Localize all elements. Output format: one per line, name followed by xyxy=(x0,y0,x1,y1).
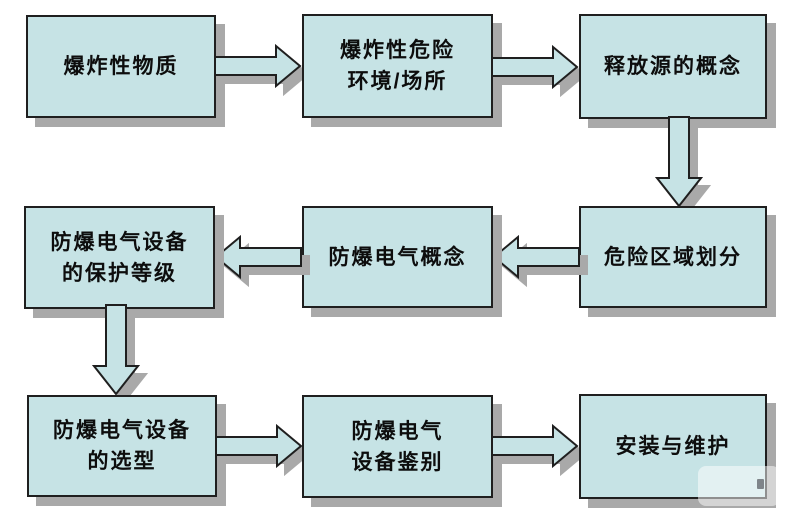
arrow-down-icon xyxy=(92,304,140,396)
node-label: 爆炸性危险 xyxy=(340,39,455,62)
arrow-left-icon xyxy=(492,235,580,279)
arrow-right-icon xyxy=(491,424,579,468)
arrow-down-icon xyxy=(655,116,703,208)
node-explosion-proof-concept: 防爆电气概念 xyxy=(302,206,493,308)
node-hazardous-area-classification: 危险区域划分 xyxy=(579,206,767,308)
node-label: 安装与维护 xyxy=(615,435,731,458)
node-label: 环境/场所 xyxy=(347,70,448,93)
arrow-right-icon xyxy=(214,44,302,88)
arrow-right-icon xyxy=(215,424,303,468)
node-explosive-substance: 爆炸性物质 xyxy=(26,15,216,118)
watermark-mark-icon xyxy=(757,479,764,489)
node-equipment-protection-level: 防爆电气设备 的保护等级 xyxy=(24,206,215,309)
node-label: 防爆电气概念 xyxy=(328,245,467,269)
node-label: 防爆电气 xyxy=(351,419,444,443)
node-label: 爆炸性物质 xyxy=(63,55,179,78)
node-label: 的保护等级 xyxy=(62,261,177,285)
node-label: 防爆电气设备 xyxy=(50,230,189,254)
arrow-right-icon xyxy=(491,45,579,89)
node-installation-maintenance: 安装与维护 xyxy=(579,394,767,499)
node-label: 防爆电气设备 xyxy=(53,419,191,442)
node-label: 的选型 xyxy=(87,450,157,473)
node-label: 危险区域划分 xyxy=(604,245,742,269)
arrow-left-icon xyxy=(214,235,302,279)
node-label: 设备鉴别 xyxy=(351,450,444,474)
node-equipment-selection: 防爆电气设备 的选型 xyxy=(27,395,217,497)
node-label: 释放源的概念 xyxy=(604,55,742,78)
watermark-artifact xyxy=(698,466,780,506)
node-equipment-identification: 防爆电气 设备鉴别 xyxy=(302,395,493,498)
node-release-source-concept: 释放源的概念 xyxy=(579,14,767,119)
node-explosive-hazard-environment: 爆炸性危险 环境/场所 xyxy=(302,14,493,118)
